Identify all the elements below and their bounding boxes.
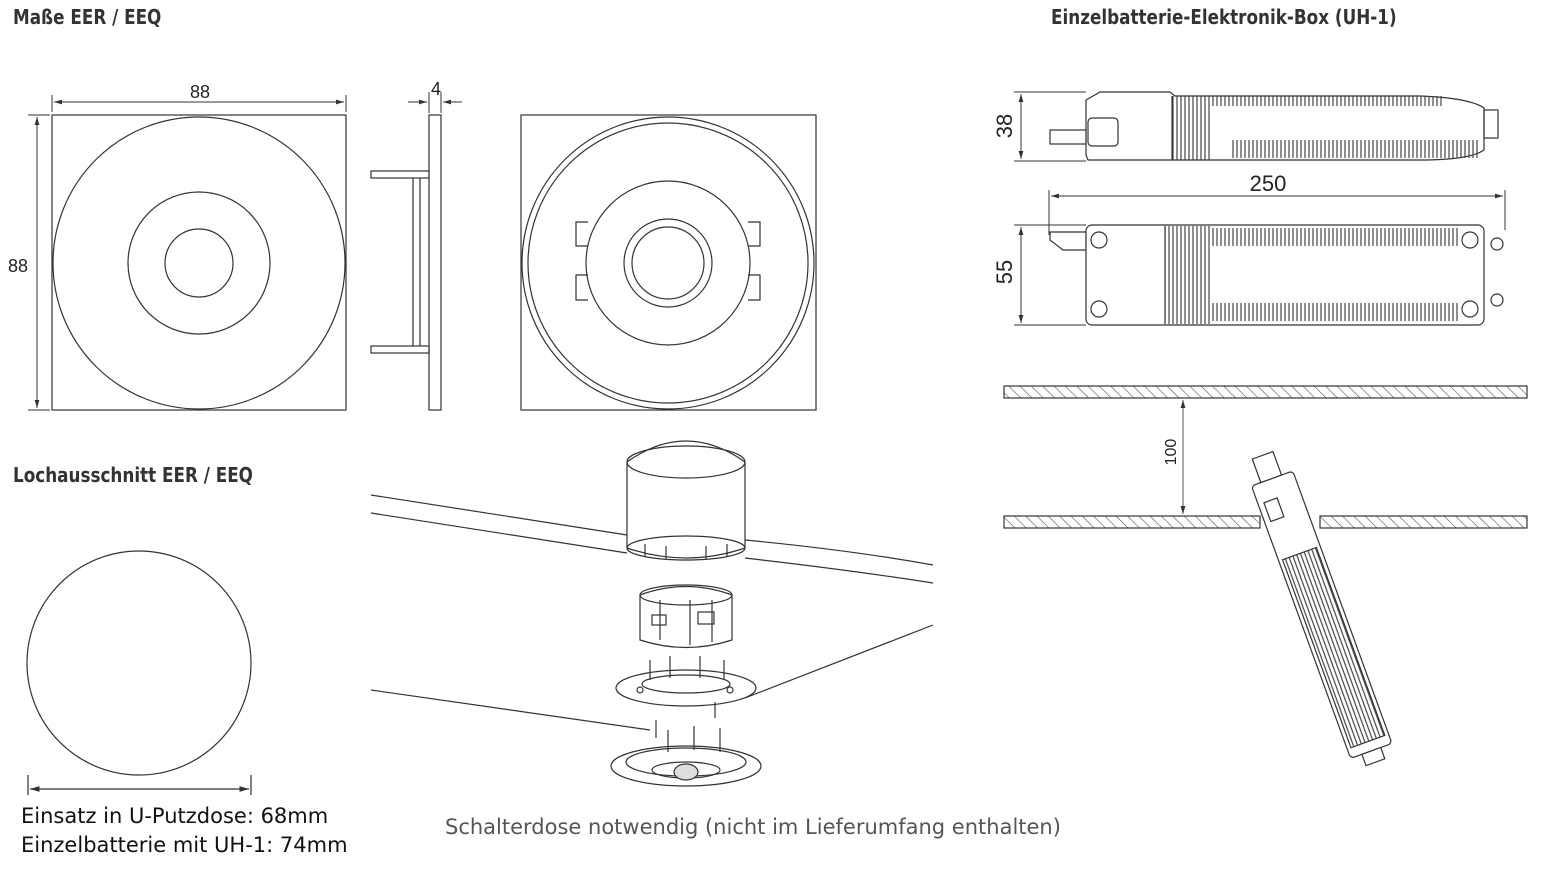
ceiling-gap-label: 100 (1163, 439, 1180, 466)
cutout-view (26, 550, 252, 795)
box-width-dimension (1014, 224, 1086, 326)
front-outer-ring (52, 116, 346, 410)
ceiling-section (1003, 385, 1528, 529)
back-view-clip-right-top (748, 221, 761, 247)
back-view-clip-left-top (575, 221, 588, 247)
height-dimension (28, 114, 50, 411)
depth-dimension-label: 4 (431, 79, 441, 99)
flush-box (626, 440, 746, 561)
installation-exploded-view (370, 440, 934, 787)
side-view-clip-top (370, 170, 430, 179)
front-middle-ring (127, 191, 271, 335)
width-dimension (51, 95, 347, 112)
back-view-clip-right-bottom (748, 274, 761, 301)
sensor-cover (610, 726, 762, 787)
box-length-label: 250 (1250, 171, 1287, 196)
switch-box-caption: Schalterdose notwendig (nicht im Lieferu… (445, 815, 1061, 839)
tilted-battery-box (1251, 450, 1392, 767)
front-inner-lens (164, 228, 234, 298)
battery-box-side-view (1049, 91, 1499, 161)
side-view-plate (428, 114, 442, 411)
box-width-label: 55 (992, 260, 1017, 284)
box-length-dimension (1048, 190, 1506, 235)
height-dimension-label: 88 (8, 256, 28, 276)
front-view-square (51, 114, 347, 411)
electronic-module (639, 584, 733, 649)
mounting-ring (615, 656, 757, 707)
side-view-clip-bottom (370, 345, 430, 354)
cutout-heading: Lochausschnitt EER / EEQ (13, 463, 253, 487)
single-battery-note: Einzelbatterie mit UH-1: 74mm (21, 833, 348, 857)
back-view-square (520, 114, 817, 411)
side-view (370, 114, 442, 411)
flush-box-note: Einsatz in U-Putzdose: 68mm (21, 804, 329, 828)
box-height-dimension (1014, 91, 1086, 162)
back-view-clip-left-bottom (575, 274, 588, 301)
battery-box-heading: Einzelbatterie-Elektronik-Box (UH-1) (1051, 5, 1397, 29)
width-dimension-label: 88 (190, 82, 210, 102)
depth-dimension (408, 92, 462, 113)
battery-box-plan-view (1049, 224, 1504, 326)
dimensions-heading: Maße EER / EEQ (13, 5, 162, 29)
box-height-label: 38 (992, 114, 1017, 138)
cutout-circle (26, 550, 252, 776)
front-view (51, 114, 347, 411)
back-view (520, 114, 817, 411)
